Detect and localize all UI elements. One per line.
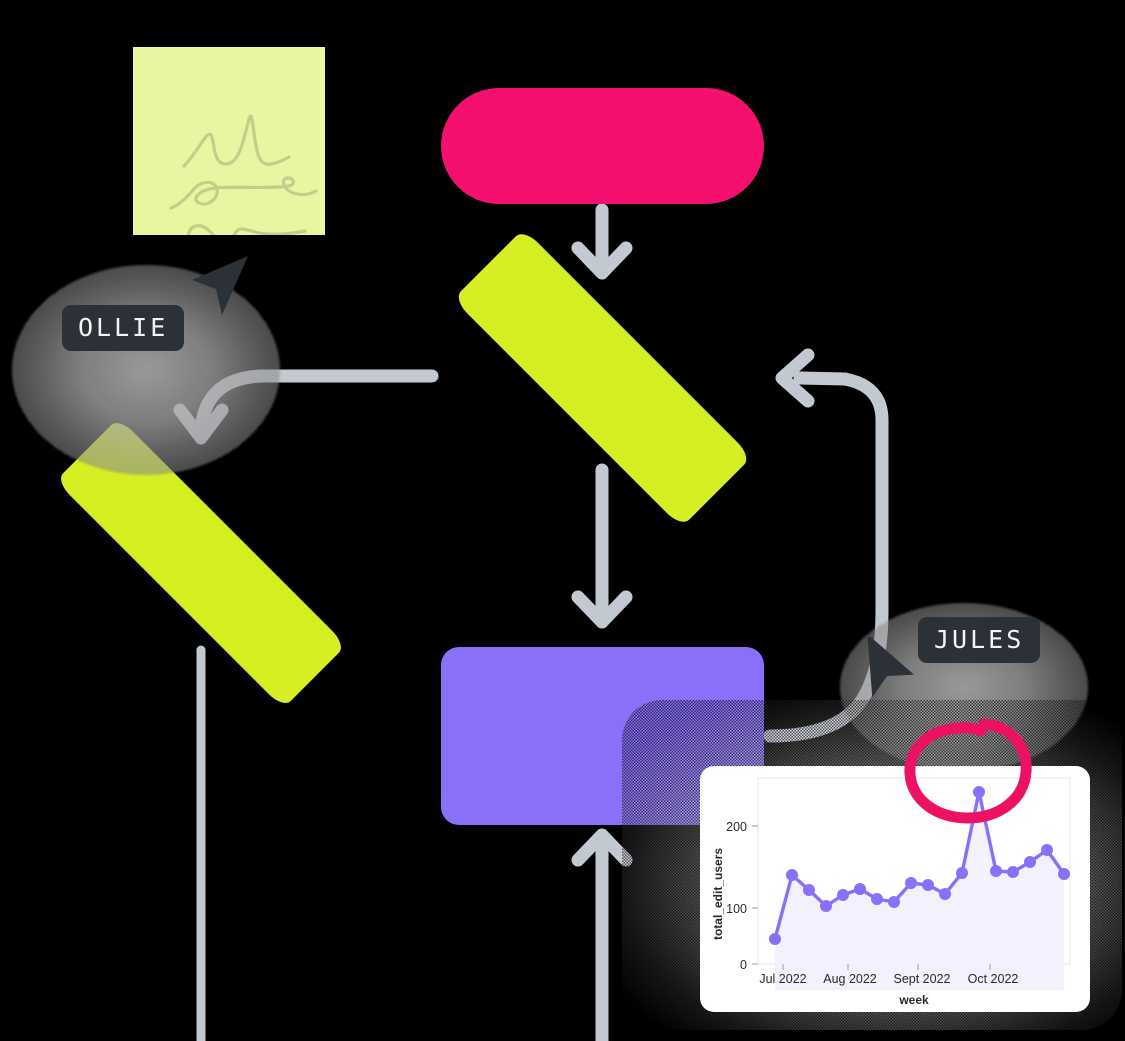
chart-markers bbox=[769, 786, 1070, 945]
y-tick-200: 200 bbox=[726, 820, 747, 834]
chart-plot: 200 100 0 Jul 2022 Aug 2022 Sept 2022 Oc… bbox=[700, 766, 1090, 1012]
y-tick-0: 0 bbox=[740, 958, 747, 972]
node-diamond-left[interactable] bbox=[40, 417, 362, 709]
node-diamond-main[interactable] bbox=[441, 228, 764, 528]
cursor-jules-pointer-icon bbox=[867, 637, 914, 698]
cursor-ollie-pointer-icon bbox=[192, 256, 248, 315]
x-tick-aug: Aug 2022 bbox=[823, 972, 877, 986]
sticky-note[interactable] bbox=[133, 47, 325, 235]
x-tick-oct: Oct 2022 bbox=[968, 972, 1019, 986]
sticky-note-scribbles bbox=[169, 114, 318, 235]
line-chart: 200 100 0 Jul 2022 Aug 2022 Sept 2022 Oc… bbox=[711, 777, 1071, 1007]
connector-below-to-purple-head bbox=[571, 828, 633, 867]
y-tick-100: 100 bbox=[726, 902, 747, 916]
diamond-shape bbox=[452, 228, 753, 528]
cursor-ollie-shadow bbox=[12, 265, 280, 475]
chart-area-fill bbox=[775, 792, 1064, 990]
connector-purple-loop-head bbox=[775, 348, 815, 408]
connector-diamond-to-purple-head bbox=[571, 590, 633, 629]
cursor-ollie-label: OLLIE bbox=[62, 305, 185, 351]
chart-card[interactable]: 200 100 0 Jul 2022 Aug 2022 Sept 2022 Oc… bbox=[700, 766, 1090, 1012]
y-axis-title: total_edit_users bbox=[711, 848, 725, 940]
cursor-jules-label: JULES bbox=[918, 617, 1041, 663]
x-axis-title: week bbox=[898, 993, 929, 1007]
cursor-ollie[interactable]: OLLIE bbox=[0, 255, 290, 480]
node-pink-start[interactable] bbox=[441, 88, 764, 204]
annotation-circle-highlight bbox=[904, 718, 1032, 824]
x-tick-sept: Sept 2022 bbox=[894, 972, 951, 986]
x-tick-jul: Jul 2022 bbox=[759, 972, 806, 986]
connector-pink-to-diamond-head bbox=[571, 241, 633, 280]
